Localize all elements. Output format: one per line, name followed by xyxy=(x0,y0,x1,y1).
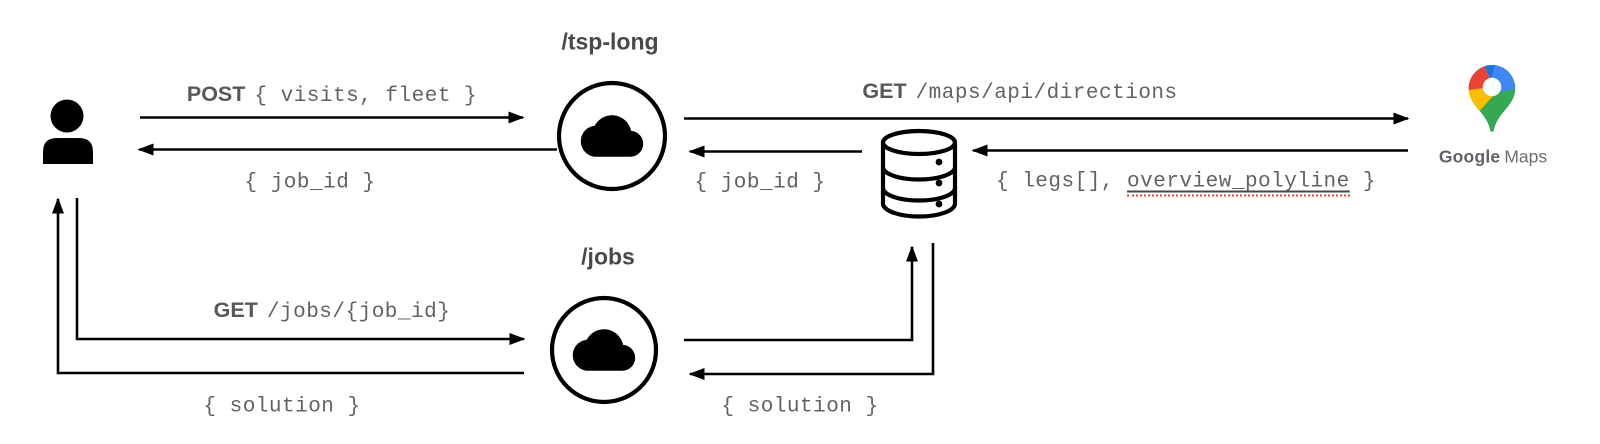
directions-response-label: { legs[], overview_polyline } xyxy=(996,170,1376,197)
tsp-long-function-label: /tsp-long xyxy=(561,28,659,55)
get-job-method-label: GET xyxy=(213,298,258,322)
job-id-response-label: { job_id } xyxy=(244,171,376,195)
jobs-function-label: /jobs xyxy=(581,243,635,270)
post-payload-label: { visits, fleet } xyxy=(254,85,478,108)
get-job-path-label: /jobs/{job_id} xyxy=(266,301,451,324)
google-maps-label-maps: Maps xyxy=(1504,146,1548,167)
post-method-label: POST xyxy=(186,82,246,106)
overview-polyline-term: overview_polyline xyxy=(1127,170,1350,197)
arrow-solution-to-jobs xyxy=(688,243,935,380)
post-visits-fleet-label: POST { visits, fleet } xyxy=(187,82,477,108)
tsp-long-cloud-icon xyxy=(556,80,668,192)
arrow-get-job-status xyxy=(75,198,526,345)
arrow-solution-to-user xyxy=(52,197,524,375)
get-directions-path-label: /maps/api/directions xyxy=(915,82,1178,105)
job-id-from-db-label: { job_id } xyxy=(694,171,826,195)
google-maps-pin-icon xyxy=(1468,65,1516,132)
database-icon xyxy=(880,128,958,219)
person-icon xyxy=(43,99,93,164)
solution-to-jobs-label: { solution } xyxy=(721,395,879,419)
directions-response-suffix: } xyxy=(1349,170,1376,194)
arrow-jobs-to-database xyxy=(684,245,918,342)
get-job-status-label: GET/jobs/{job_id} xyxy=(214,298,451,324)
directions-response-prefix: { legs[], xyxy=(996,170,1128,194)
jobs-cloud-icon xyxy=(549,295,659,405)
get-directions-method-label: GET xyxy=(862,79,907,103)
solution-to-user-label: { solution } xyxy=(203,395,361,419)
google-maps-label-google: Google xyxy=(1438,146,1501,167)
get-directions-label: GET/maps/api/directions xyxy=(862,79,1177,105)
